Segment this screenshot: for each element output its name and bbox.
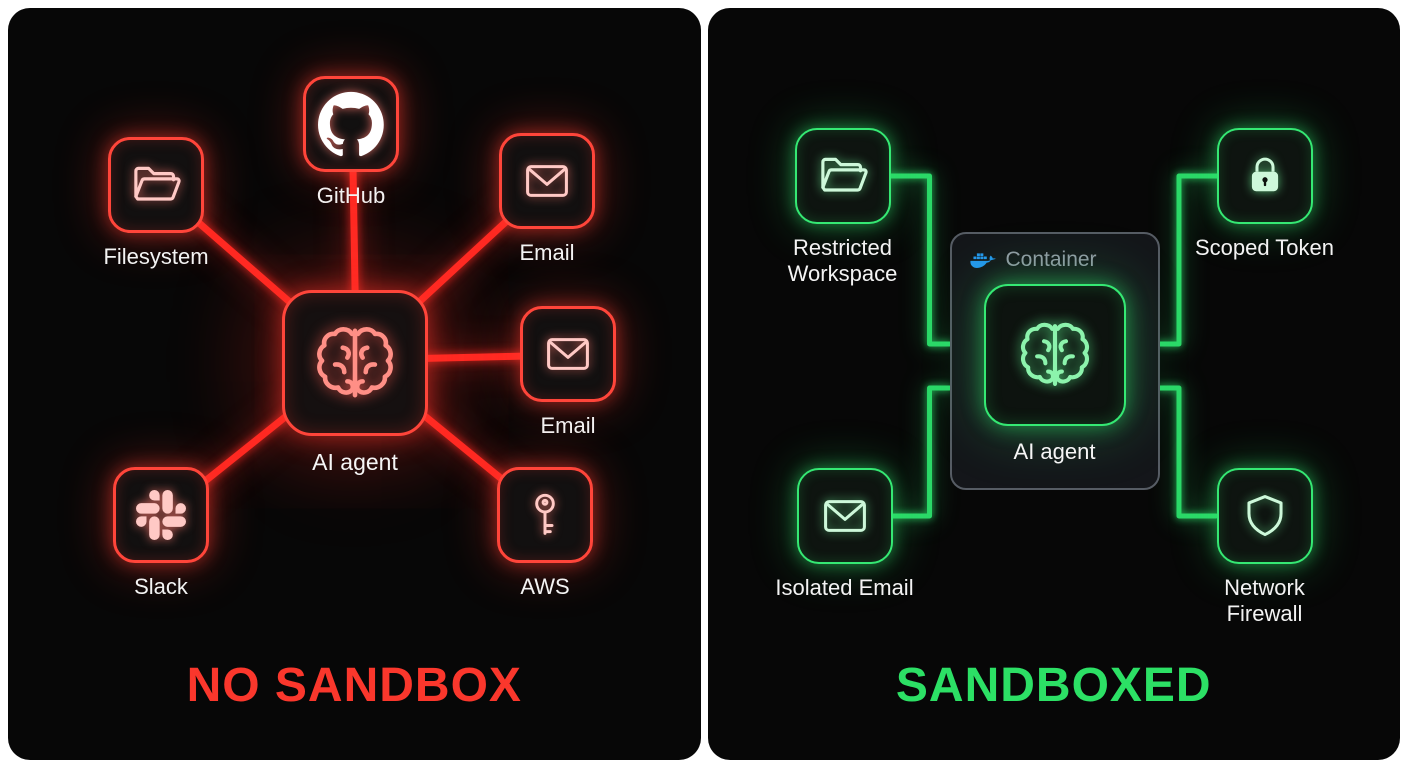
node-label: Filesystem: [103, 244, 209, 269]
no-sandbox-title: NO SANDBOX: [186, 659, 522, 712]
folder-icon: [108, 137, 204, 233]
node-scoped-token: Scoped Token: [1190, 128, 1340, 261]
node-label: Email: [540, 413, 596, 438]
container-boundary: Container AI agent: [949, 232, 1160, 490]
docker-icon: [970, 250, 997, 271]
shield-icon: [1216, 468, 1313, 564]
node-label: Network Firewall: [1224, 575, 1305, 626]
green-connector-lines: [887, 173, 1220, 519]
github-icon: [303, 76, 399, 172]
key-icon: [497, 467, 593, 563]
node-restricted-workspace: Restricted Workspace: [768, 128, 918, 287]
container-header: Container: [970, 248, 1144, 272]
node-label: Restricted Workspace: [787, 235, 898, 286]
node-slack: Slack: [91, 467, 231, 600]
ai-agent-label: AI agent: [1013, 439, 1096, 464]
lock-icon: [1216, 128, 1313, 224]
ai-agent-label: AI agent: [312, 449, 398, 475]
node-aws: AWS: [475, 467, 615, 600]
node-ai-agent: AI agent: [275, 290, 435, 476]
no-sandbox-panel: Filesystem GitHub Email Email Slack: [8, 8, 701, 760]
envelope-icon: [499, 133, 595, 229]
node-label: Isolated Email: [775, 575, 914, 600]
node-network-firewall: Network Firewall: [1190, 468, 1340, 627]
brain-icon: [282, 290, 428, 436]
node-label: GitHub: [316, 183, 386, 208]
node-email-right: Email: [498, 306, 638, 439]
node-label: Slack: [134, 574, 188, 599]
brain-icon: [983, 284, 1126, 426]
node-email-top: Email: [477, 133, 617, 266]
node-label: Email: [519, 240, 575, 265]
node-isolated-email: Isolated Email: [770, 468, 920, 601]
node-label: AWS: [520, 574, 570, 599]
sandboxed-panel: Restricted Workspace Scoped Token Isolat…: [707, 8, 1400, 760]
node-label: Scoped Token: [1194, 235, 1335, 260]
node-filesystem: Filesystem: [86, 137, 226, 270]
sandboxed-title: SANDBOXED: [895, 659, 1212, 712]
slack-icon: [113, 467, 209, 563]
envelope-icon: [796, 468, 893, 564]
container-label: Container: [1005, 248, 1097, 271]
folder-icon: [794, 128, 891, 224]
node-github: GitHub: [281, 76, 421, 209]
envelope-icon: [520, 306, 616, 402]
